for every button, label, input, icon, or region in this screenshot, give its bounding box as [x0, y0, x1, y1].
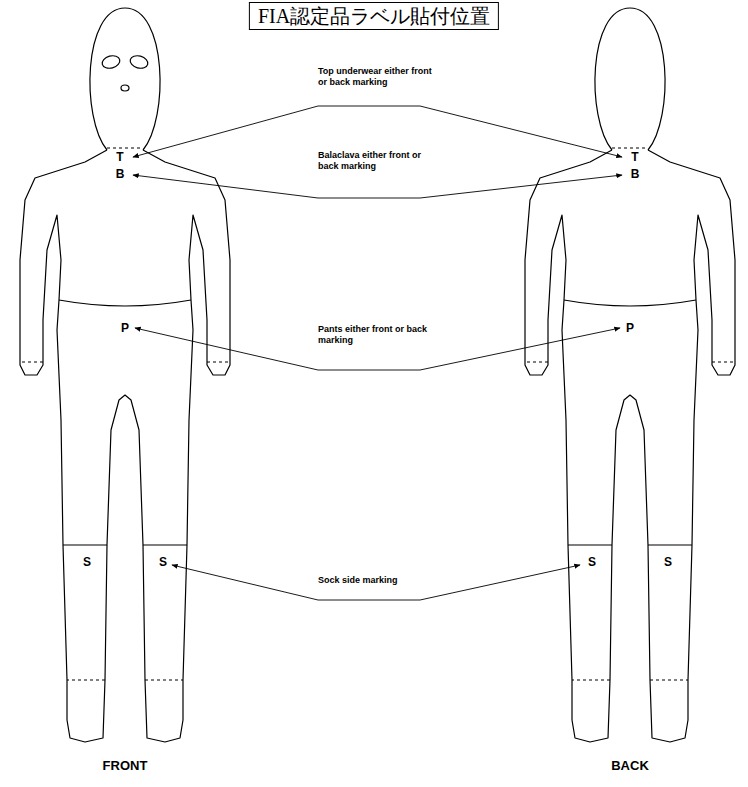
- marking-note: Top underwear either front or back marki…: [318, 66, 436, 88]
- mouth-opening: [121, 85, 129, 91]
- ankle-seam: [572, 679, 610, 680]
- callout-letter: P: [626, 322, 634, 334]
- callout-letter: B: [116, 168, 125, 180]
- body-outline: [20, 150, 230, 742]
- ankle-seam: [145, 679, 183, 680]
- marking-note: Balaclava either front or back marking: [318, 150, 436, 172]
- view-label: FRONT: [103, 758, 148, 773]
- front-figure: [20, 8, 230, 742]
- callout-letter: T: [116, 151, 123, 163]
- sock-top: [143, 544, 187, 545]
- sock-top: [648, 544, 692, 545]
- neck-seam: [107, 147, 143, 148]
- callout-letter: S: [588, 556, 596, 568]
- title-box: FIA認定品ラベル貼付位置: [249, 2, 499, 30]
- wrist-seam: [525, 361, 548, 362]
- sock-top: [568, 544, 612, 545]
- wrist-seam: [712, 361, 735, 362]
- leader-line: [133, 106, 622, 157]
- callout-letter: T: [631, 151, 638, 163]
- back-figure: [525, 8, 735, 742]
- leader-line: [133, 175, 622, 198]
- eye-opening: [129, 54, 149, 70]
- ankle-seam: [650, 679, 688, 680]
- body-outline: [525, 150, 735, 742]
- callout-letter: S: [664, 556, 672, 568]
- head-outline: [90, 8, 160, 150]
- leader-lines: [133, 106, 622, 600]
- eye-opening: [101, 54, 121, 70]
- leader-line: [172, 565, 580, 600]
- title-text: FIA認定品ラベル貼付位置: [258, 5, 490, 27]
- callout-letter: S: [83, 556, 91, 568]
- ankle-seam: [67, 679, 105, 680]
- neck-seam: [612, 147, 648, 148]
- head-outline: [595, 8, 665, 150]
- view-label: BACK: [611, 758, 649, 773]
- marking-note: Pants either front or back marking: [318, 324, 436, 346]
- callout-letter: P: [121, 322, 129, 334]
- marking-note: Sock side marking: [318, 575, 436, 586]
- leader-line: [135, 328, 620, 370]
- wrist-seam: [207, 361, 230, 362]
- callout-letter: S: [159, 556, 167, 568]
- sock-top: [63, 544, 107, 545]
- waist-line: [59, 300, 191, 306]
- waist-line: [564, 300, 696, 306]
- callout-letter: B: [631, 168, 640, 180]
- wrist-seam: [20, 361, 43, 362]
